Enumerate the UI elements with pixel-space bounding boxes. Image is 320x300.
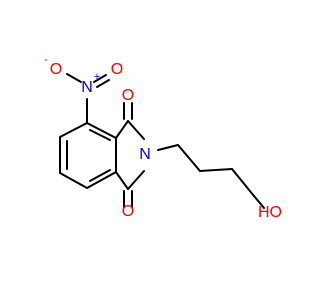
bond-chain-2	[177, 144, 201, 172]
bond-ring-4	[86, 171, 117, 189]
nitro-nitrogen-atom: N	[81, 79, 93, 96]
bond-ring-1	[59, 122, 88, 138]
bond-chain-to-oh	[253, 195, 265, 209]
bond-nitro-n-o-right-1	[93, 74, 107, 83]
carbonyl-top-oxygen-atom: O	[122, 87, 134, 104]
bond-nitro-n-o-left	[66, 73, 82, 83]
nitro-left-oxygen-atom: O	[50, 61, 62, 78]
molecule-diagram: N + O - O O O N HO	[44, 54, 282, 222]
bond-nitro-n-o-right-2	[96, 79, 110, 88]
bond-ring-6	[86, 122, 117, 139]
bond-chain-4	[231, 168, 255, 197]
carbonyl-bottom-oxygen-atom: O	[122, 203, 134, 220]
molecule-svg: N + O - O O O N HO	[44, 54, 282, 221]
nitro-positive-charge: +	[94, 71, 100, 83]
bond-chain-1	[157, 144, 179, 151]
bond-ring-3	[59, 172, 88, 189]
bond-imide-n-bottom	[127, 170, 145, 190]
bond-ring-double-2	[89, 169, 111, 182]
nitro-right-oxygen-atom: O	[111, 61, 123, 78]
bond-ring-double-3	[89, 129, 111, 141]
bond-imide-bottom-c	[115, 171, 129, 190]
bond-imide-c-top	[115, 120, 129, 139]
nitro-negative-charge: -	[44, 54, 48, 66]
bond-imide-top-n	[127, 120, 145, 140]
hydroxyl-group: HO	[258, 204, 282, 221]
imide-nitrogen-atom: N	[139, 146, 151, 163]
bond-chain-3	[199, 168, 233, 172]
